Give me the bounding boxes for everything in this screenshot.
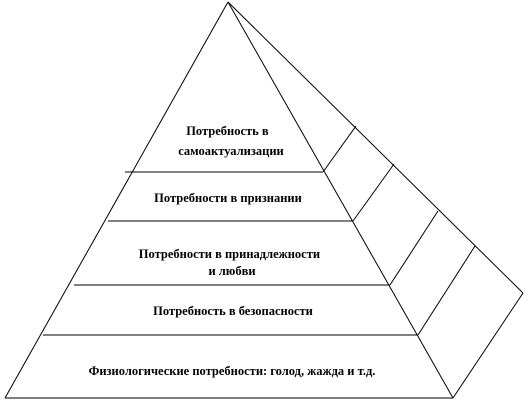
level-1-line-2: самоактуализации bbox=[178, 144, 284, 158]
level-label-esteem: Потребности в признании bbox=[154, 191, 302, 205]
level-2-line-1: Потребности в признании bbox=[154, 191, 302, 205]
pyramid-front-left-edge bbox=[4, 1, 229, 399]
level-label-safety: Потребность в безопасности bbox=[153, 304, 313, 318]
level-1-line-1: Потребность в bbox=[186, 124, 269, 138]
level-label-physiological: Физиологические потребности: голод, жажд… bbox=[89, 364, 376, 378]
level-4-line-1: Потребность в безопасности bbox=[153, 304, 313, 318]
level-3-line-1: Потребности в принадлежности bbox=[139, 247, 320, 261]
level-label-belonging: Потребности в принадлежности и любви bbox=[139, 247, 323, 278]
pyramid-back-ridge bbox=[227, 1, 524, 294]
level-5-line-1: Физиологические потребности: голод, жажд… bbox=[89, 364, 376, 378]
level-3-line-2: и любви bbox=[208, 264, 255, 278]
side-divider-2 bbox=[352, 163, 395, 222]
side-divider-3 bbox=[389, 210, 439, 286]
pyramid-front-right-edge bbox=[227, 1, 454, 399]
side-divider-1 bbox=[322, 125, 357, 173]
level-label-self-actualization: Потребность в самоактуализации bbox=[178, 124, 284, 158]
side-divider-4 bbox=[417, 245, 476, 336]
pyramid-back-base-edge bbox=[452, 292, 524, 399]
